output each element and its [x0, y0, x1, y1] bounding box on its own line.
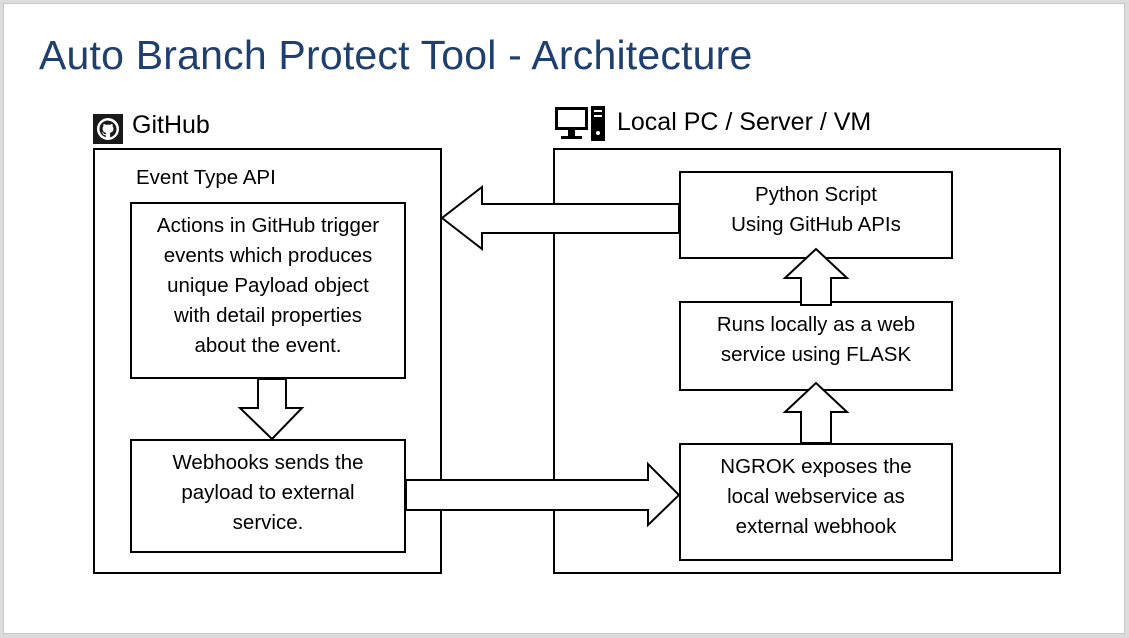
webhooks-box: Webhooks sends the payload to external s…	[130, 439, 406, 553]
webhooks-text: Webhooks sends the payload to external s…	[172, 451, 364, 534]
github-events-box: Actions in GitHub trigger events which p…	[130, 202, 406, 379]
local-label: Local PC / Server / VM	[617, 108, 872, 136]
events-to-webhooks-arrow	[237, 378, 305, 441]
flask-to-python-arrow	[782, 247, 850, 306]
slide: Auto Branch Protect Tool - Architecture …	[3, 3, 1125, 634]
event-type-api-label: Event Type API	[136, 166, 276, 189]
github-events-text: Actions in GitHub trigger events which p…	[156, 214, 380, 357]
github-icon	[93, 114, 123, 144]
webhooks-to-ngrok-arrow	[405, 461, 681, 528]
ngrok-to-flask-arrow	[782, 381, 850, 444]
slide-title: Auto Branch Protect Tool - Architecture	[39, 32, 753, 78]
ngrok-text: NGROK exposes the local webservice as ex…	[720, 455, 912, 538]
python-script-text: Python Script Using GitHub APIs	[731, 183, 901, 236]
github-label: GitHub	[132, 111, 210, 139]
flask-text: Runs locally as a web service using FLAS…	[716, 313, 916, 366]
computer-icon	[555, 106, 607, 141]
python-to-github-arrow	[440, 184, 680, 252]
